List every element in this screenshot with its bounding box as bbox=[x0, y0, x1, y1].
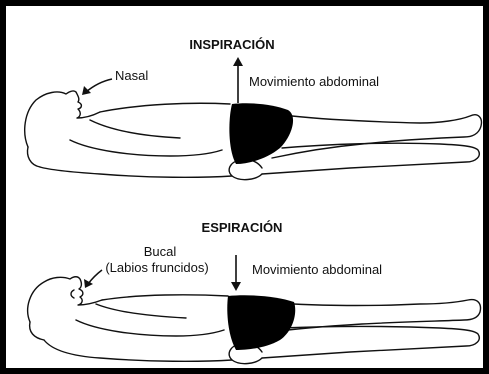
inspiration-panel: INSPIRACIÓN Movimiento abdominal Nasal bbox=[25, 37, 482, 180]
inspiration-abdominal-label: Movimiento abdominal bbox=[249, 74, 379, 89]
pursed-lips-label: (Labios fruncidos) bbox=[105, 260, 208, 275]
up-arrow-icon bbox=[233, 57, 243, 103]
down-arrow-icon bbox=[231, 255, 241, 291]
abdomen-exhale-fill bbox=[227, 295, 295, 350]
inspiration-title: INSPIRACIÓN bbox=[189, 37, 274, 52]
abdomen-inhale-fill bbox=[229, 103, 293, 164]
bucal-label: Bucal bbox=[144, 244, 177, 259]
nasal-label: Nasal bbox=[115, 68, 148, 83]
expiration-title: ESPIRACIÓN bbox=[202, 220, 283, 235]
expiration-abdominal-label: Movimiento abdominal bbox=[252, 262, 382, 277]
nasal-arrow-icon bbox=[82, 79, 112, 95]
mouth-arrow-icon bbox=[84, 270, 102, 288]
expiration-panel: ESPIRACIÓN Movimiento abdominal Bucal (L… bbox=[28, 220, 481, 364]
